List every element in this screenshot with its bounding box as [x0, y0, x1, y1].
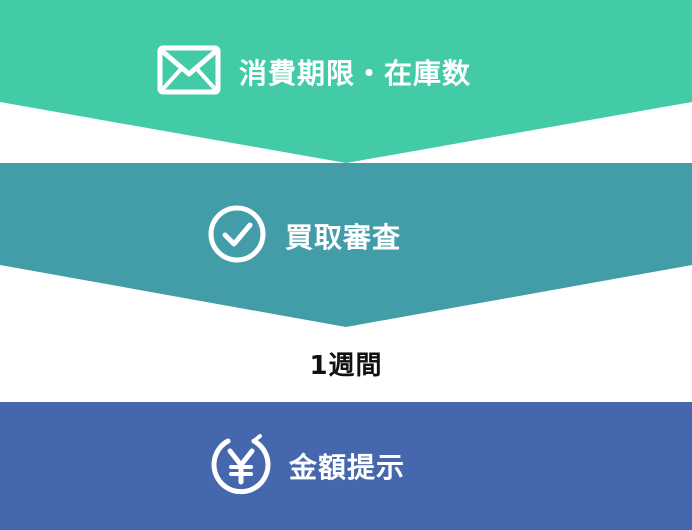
step-3-label: 金額提示: [289, 451, 406, 484]
check-circle-icon: [207, 204, 267, 268]
step-3: 金額提示: [211, 434, 405, 498]
duration-label: 1週間: [309, 351, 383, 381]
step-1-label: 消費期限・在庫数: [239, 57, 472, 90]
step-3-banner: [0, 402, 692, 530]
step-1: 消費期限・在庫数: [157, 40, 471, 104]
step-2-label: 買取審査: [285, 221, 402, 254]
yen-circle-icon: [211, 432, 271, 500]
step-2: 買取審査: [207, 204, 401, 268]
envelope-icon: [157, 45, 221, 99]
